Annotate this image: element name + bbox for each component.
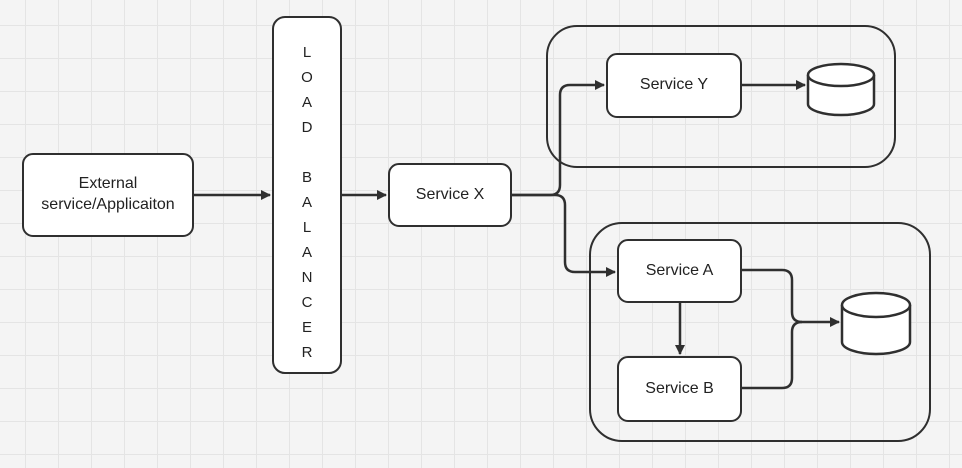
- lb-letter: E: [301, 319, 312, 336]
- service-a-label: Service A: [645, 261, 714, 279]
- lb-letter: A: [301, 194, 312, 211]
- group-service-ab: [589, 222, 931, 442]
- external-service-label-line2: service/Applicaiton: [41, 196, 175, 213]
- lb-letter: O: [301, 69, 313, 86]
- lb-letter: D: [301, 119, 313, 136]
- edge-service-a-to-db: [742, 268, 840, 327]
- lb-letter: A: [301, 244, 312, 261]
- service-a-node[interactable]: Service A: [617, 239, 742, 303]
- service-x-node[interactable]: Service X: [388, 163, 512, 227]
- load-balancer-node[interactable]: L O A D B A L A N C E R: [272, 16, 342, 374]
- service-y-label: Service Y: [639, 76, 709, 94]
- lb-letter: L: [302, 44, 312, 61]
- service-b-label: Service B: [645, 379, 714, 397]
- service-y-node[interactable]: Service Y: [606, 53, 742, 118]
- database-y-icon[interactable]: [806, 62, 876, 117]
- service-x-label: Service X: [415, 185, 485, 203]
- external-service-label-line1: External: [78, 175, 138, 193]
- lb-letter: C: [301, 294, 313, 311]
- edge-service-b-to-db: [742, 320, 803, 390]
- lb-letter: R: [301, 344, 313, 361]
- lb-letter: N: [301, 269, 313, 286]
- edge-service-x-to-service-y: [512, 80, 605, 197]
- group-service-y: [546, 25, 896, 168]
- edge-service-x-to-service-a: [512, 193, 616, 277]
- lb-letter: A: [301, 94, 312, 111]
- database-ab-icon[interactable]: [840, 291, 912, 356]
- lb-letter: B: [301, 169, 312, 186]
- lb-letter: L: [302, 219, 312, 236]
- external-service-node[interactable]: External service/Applicaiton: [22, 153, 194, 237]
- service-b-node[interactable]: Service B: [617, 356, 742, 422]
